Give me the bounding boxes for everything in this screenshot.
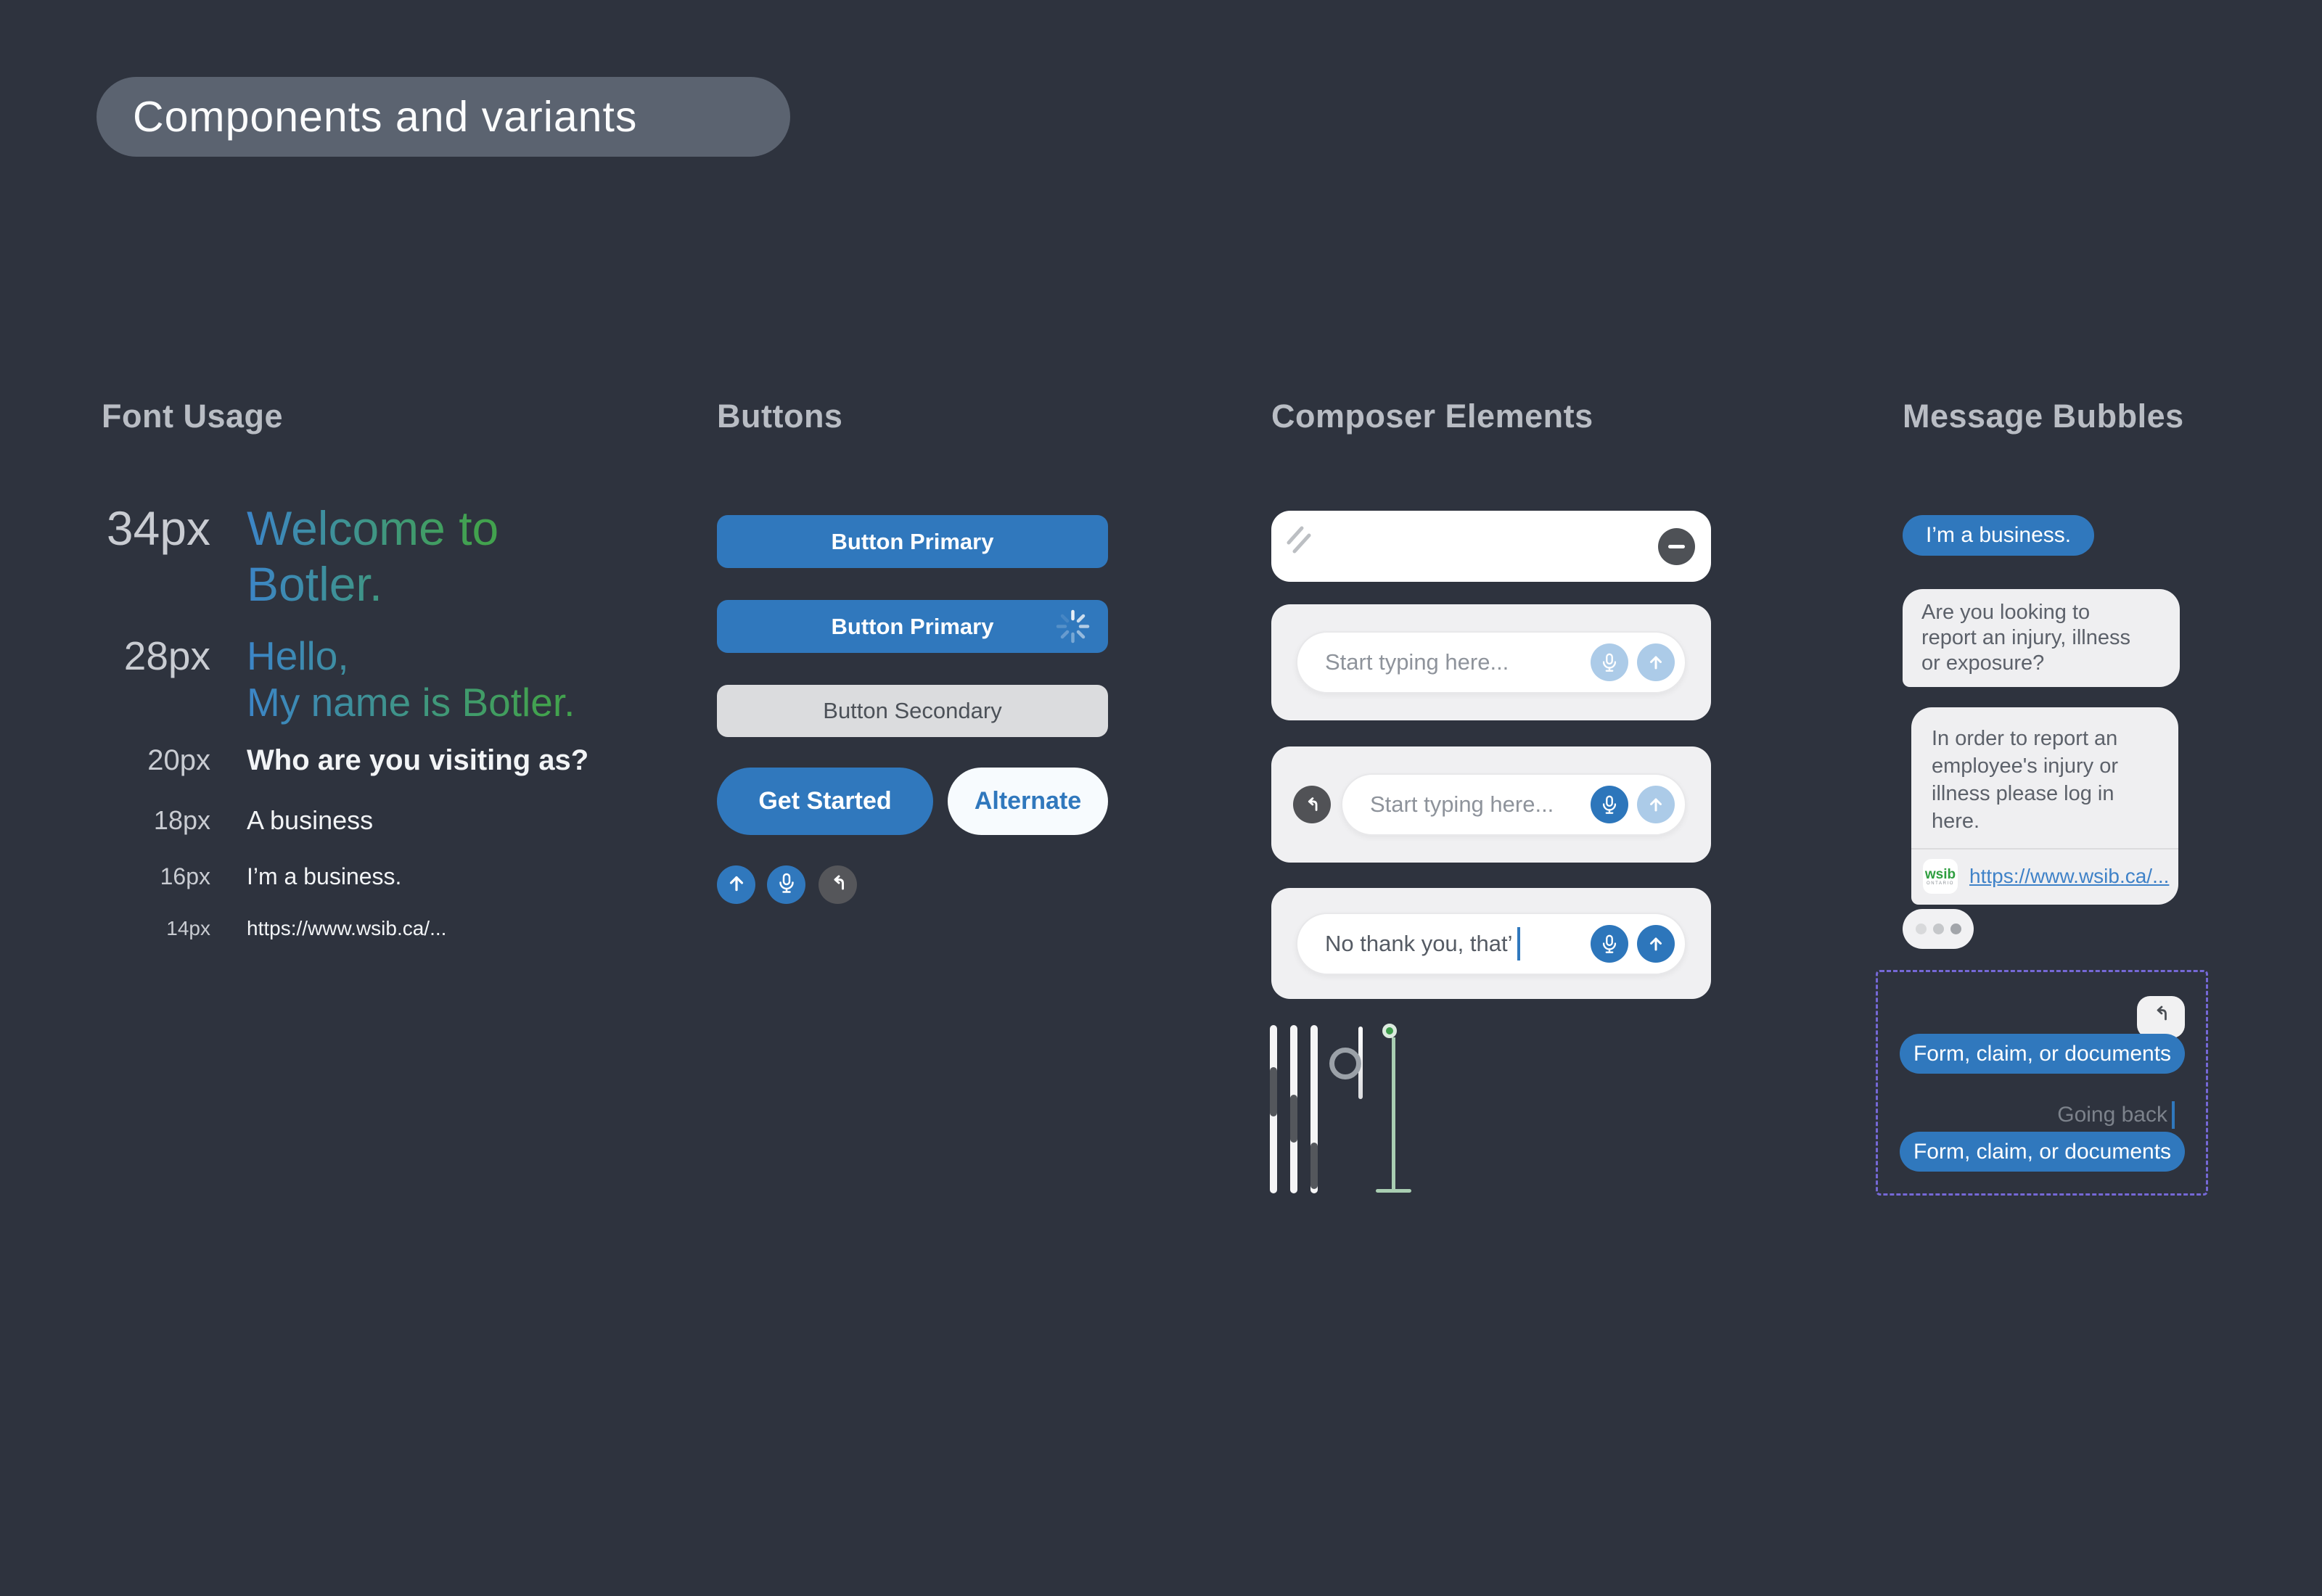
typing-dot: [1932, 924, 1944, 934]
knob-slider-handle[interactable]: [1329, 1048, 1361, 1079]
minimize-button[interactable]: [1658, 528, 1695, 565]
message-input[interactable]: No thank you, that’: [1296, 913, 1686, 975]
font-specimen-row: 16px I’m a business.: [102, 863, 402, 890]
font-specimen-row: 18px A business: [102, 805, 373, 836]
typing-dot: [1950, 924, 1961, 934]
input-placeholder: Start typing here...: [1325, 649, 1509, 675]
button-secondary[interactable]: Button Secondary: [717, 685, 1108, 737]
microphone-button[interactable]: [767, 865, 805, 904]
microphone-button[interactable]: [1591, 643, 1628, 681]
send-button-active[interactable]: [1637, 925, 1675, 963]
button-primary-loading[interactable]: Button Primary: [717, 600, 1108, 653]
page-title: Components and variants: [97, 77, 790, 157]
font-size-label: 28px: [123, 633, 210, 678]
font-specimen-text: Welcome to Botler.: [247, 501, 499, 611]
microphone-icon: [776, 872, 797, 897]
resize-handle-icon[interactable]: [1284, 524, 1315, 558]
font-specimen-text: Who are you visiting as?: [247, 744, 589, 776]
composer-typing: No thank you, that’: [1271, 888, 1711, 999]
undo-button[interactable]: [1293, 786, 1331, 823]
bot-message-bubble: Are you looking to report an injury, ill…: [1903, 589, 2180, 687]
spinner-icon: [1054, 607, 1092, 646]
font-size-label: 20px: [147, 744, 210, 776]
green-slider-handle[interactable]: [1382, 1024, 1397, 1038]
user-message-bubble: I’m a business.: [1903, 515, 2095, 556]
green-slider-track[interactable]: [1392, 1037, 1395, 1190]
font-size-label: 14px: [166, 917, 210, 939]
message-input[interactable]: Start typing here...: [1341, 773, 1686, 836]
quick-reply-variant-frame: Form, claim, or documents Going back For…: [1876, 970, 2208, 1196]
button-primary-label: Button Primary: [831, 528, 994, 554]
font-specimen-text: A business: [247, 805, 374, 835]
send-button[interactable]: [717, 865, 755, 904]
scrollbar-thumb[interactable]: [1290, 1095, 1297, 1143]
quick-reply-label: Form, claim, or documents: [1913, 1139, 2172, 1164]
section-header-composer: Composer Elements: [1271, 398, 1593, 435]
font-specimen-row: 20px Who are you visiting as?: [102, 744, 588, 777]
quick-reply-button[interactable]: Form, claim, or documents: [1900, 1034, 2185, 1074]
input-placeholder: Start typing here...: [1370, 791, 1554, 817]
font-size-label: 34px: [106, 501, 210, 555]
typing-preview: Going back: [2057, 1101, 2175, 1129]
section-header-bubbles: Message Bubbles: [1903, 398, 2184, 435]
composer-default: Start typing here...: [1271, 604, 1711, 720]
wsib-link[interactable]: https://www.wsib.ca/...: [1969, 865, 2170, 887]
microphone-button-active[interactable]: [1591, 925, 1628, 963]
bot-card-text: In order to report an employee's injury …: [1932, 727, 2118, 833]
scrollbar-track[interactable]: [1310, 1025, 1318, 1193]
scrollbar-track[interactable]: [1270, 1025, 1277, 1193]
wsib-logo: wsib ONTARIO: [1923, 859, 1958, 894]
card-divider: [1911, 848, 2178, 850]
message-input[interactable]: Start typing here...: [1296, 631, 1686, 694]
font-specimen-text: I’m a business.: [247, 863, 402, 889]
reply-flag[interactable]: [2137, 996, 2185, 1038]
font-specimen-text: Hello, My name is Botler.: [247, 633, 575, 725]
green-slider-base: [1376, 1189, 1411, 1193]
font-size-label: 16px: [160, 863, 210, 889]
typing-preview-text: Going back: [2057, 1103, 2167, 1127]
font-specimen-row: 34px Welcome to Botler.: [102, 501, 499, 612]
alternate-button[interactable]: Alternate: [948, 768, 1108, 835]
button-secondary-label: Button Secondary: [823, 698, 1002, 723]
button-primary-loading-label: Button Primary: [831, 613, 994, 639]
composer-with-undo: Start typing here...: [1271, 746, 1711, 863]
undo-icon: [827, 872, 849, 897]
typed-text: No thank you, that’: [1325, 931, 1513, 956]
typing-indicator: [1903, 909, 1974, 949]
font-size-label: 18px: [153, 805, 210, 835]
up-arrow-icon: [725, 871, 748, 898]
user-message-text: I’m a business.: [1926, 523, 2072, 547]
scrollbar-thumb[interactable]: [1270, 1067, 1277, 1116]
scrollbar-track[interactable]: [1290, 1025, 1297, 1193]
font-specimen-text: https://www.wsib.ca/...: [247, 917, 447, 939]
bot-card-bubble: In order to report an employee's injury …: [1911, 707, 2178, 905]
alternate-label: Alternate: [974, 787, 1082, 815]
section-header-font-usage: Font Usage: [102, 398, 284, 435]
microphone-button-active[interactable]: [1591, 786, 1628, 823]
typing-dot: [1915, 924, 1927, 934]
minus-icon: [1668, 545, 1685, 548]
send-button[interactable]: [1637, 786, 1675, 823]
page-title-label: Components and variants: [133, 93, 638, 141]
text-cursor: [1517, 927, 1520, 961]
get-started-button[interactable]: Get Started: [717, 768, 933, 835]
card-link-row: wsib ONTARIO https://www.wsib.ca/...: [1911, 850, 2178, 905]
quick-reply-label: Form, claim, or documents: [1913, 1041, 2172, 1066]
undo-button[interactable]: [819, 865, 857, 904]
font-specimen-row: 14px https://www.wsib.ca/...: [102, 917, 446, 940]
undo-icon: [2157, 1005, 2167, 1021]
font-specimen-row: 28px Hello, My name is Botler.: [102, 633, 575, 725]
composer-collapsed: [1271, 511, 1711, 582]
get-started-label: Get Started: [758, 787, 892, 815]
quick-reply-button[interactable]: Form, claim, or documents: [1900, 1132, 2185, 1172]
section-header-buttons: Buttons: [717, 398, 843, 435]
scrollbar-thumb[interactable]: [1310, 1143, 1318, 1189]
send-button[interactable]: [1637, 643, 1675, 681]
button-primary[interactable]: Button Primary: [717, 515, 1108, 568]
text-cursor: [2172, 1101, 2175, 1129]
